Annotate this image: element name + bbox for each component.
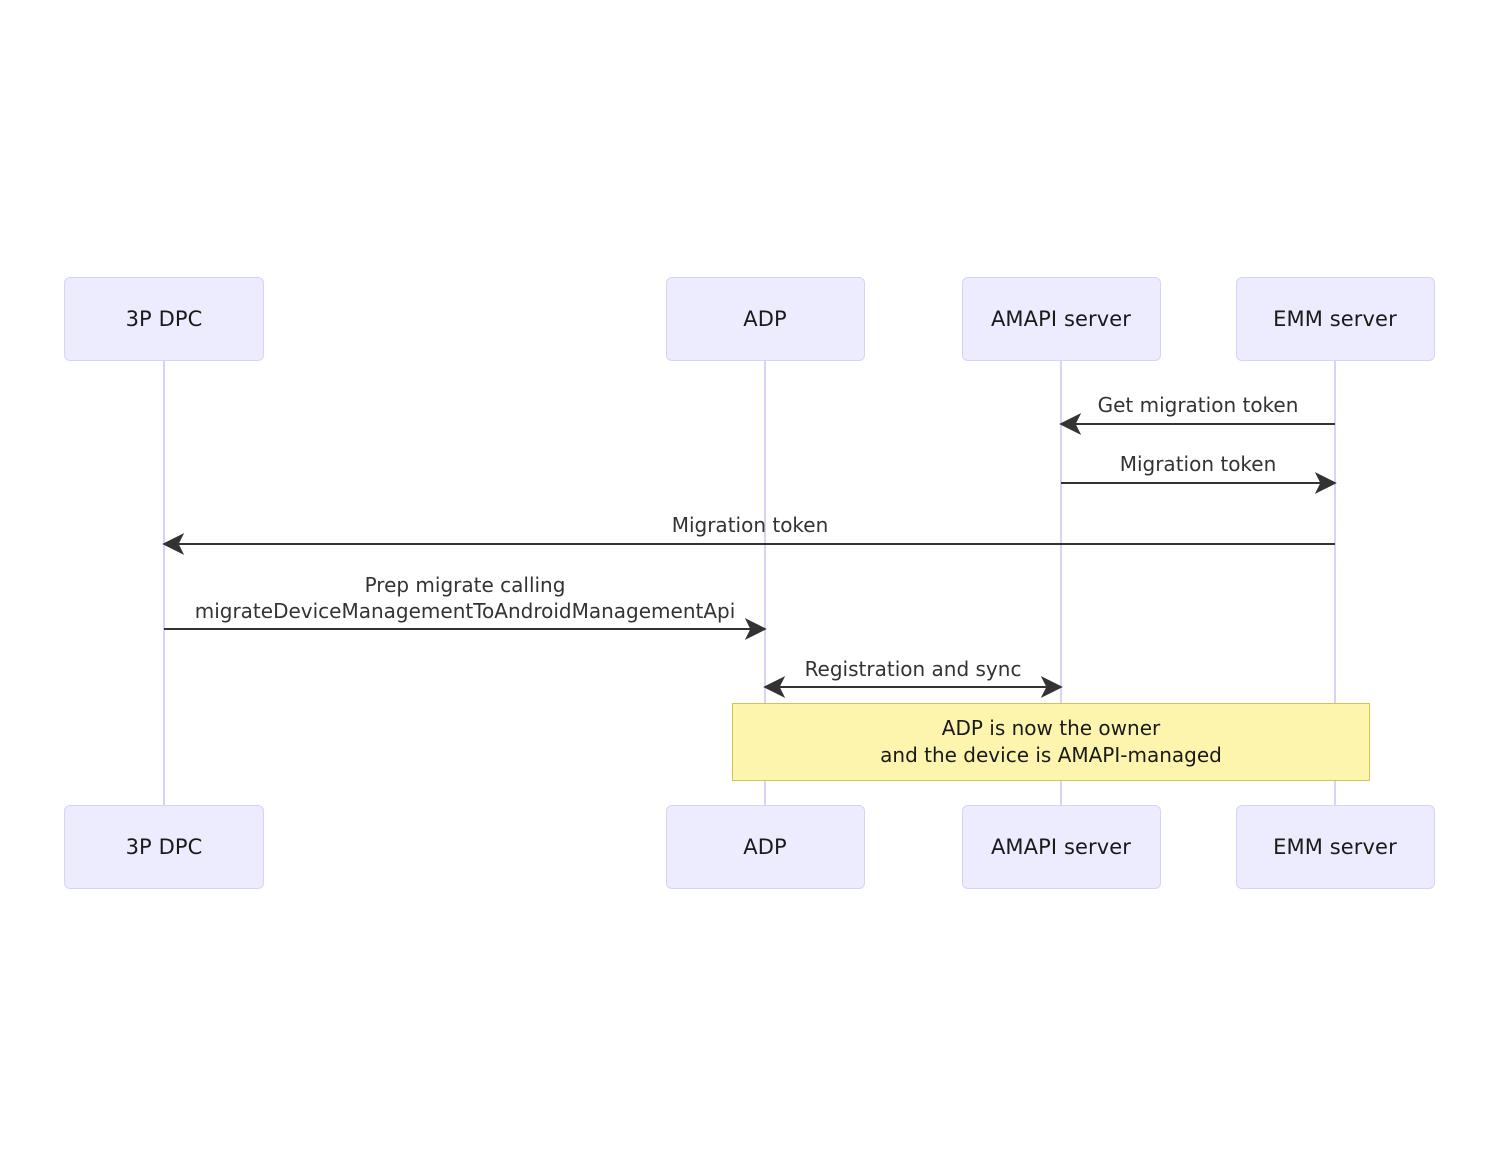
- participant-label: ADP: [743, 307, 787, 331]
- participant-emm-top[interactable]: EMM server: [1235, 277, 1435, 361]
- participant-dpc-top[interactable]: 3P DPC: [64, 277, 264, 361]
- message-label-line: Registration and sync: [804, 657, 1022, 681]
- message-label-m1: Get migration token: [1098, 392, 1299, 418]
- participant-label: 3P DPC: [125, 307, 203, 331]
- note-n1: ADP is now the owner and the device is AM…: [732, 703, 1370, 781]
- participant-label: 3P DPC: [125, 835, 203, 859]
- message-label-m5: Registration and sync: [805, 656, 1022, 682]
- participant-emm-bottom[interactable]: EMM server: [1235, 805, 1435, 889]
- note-line: and the device is AMAPI-managed: [880, 743, 1222, 767]
- participant-label: EMM server: [1273, 307, 1397, 331]
- participant-amapi-bottom[interactable]: AMAPI server: [961, 805, 1161, 889]
- participant-label: EMM server: [1273, 835, 1397, 859]
- message-label-line: Migration token: [671, 513, 829, 537]
- message-arrows-group: [162, 413, 1337, 698]
- message-label-line: Prep migrate calling: [364, 573, 566, 597]
- participant-dpc-bottom[interactable]: 3P DPC: [64, 805, 264, 889]
- participant-adp-top[interactable]: ADP: [665, 277, 865, 361]
- message-label-line: migrateDeviceManagementToAndroidManageme…: [194, 599, 736, 623]
- participant-adp-bottom[interactable]: ADP: [665, 805, 865, 889]
- message-label-line: Migration token: [1119, 452, 1277, 476]
- message-label-m2: Migration token: [1120, 451, 1277, 477]
- note-line: ADP is now the owner: [941, 716, 1161, 740]
- participant-label: AMAPI server: [990, 835, 1132, 859]
- participant-label: ADP: [743, 835, 787, 859]
- participant-label: AMAPI server: [990, 307, 1132, 331]
- participant-amapi-top[interactable]: AMAPI server: [961, 277, 1161, 361]
- message-label-m3: Migration token: [672, 512, 829, 538]
- message-label-line: Get migration token: [1097, 393, 1299, 417]
